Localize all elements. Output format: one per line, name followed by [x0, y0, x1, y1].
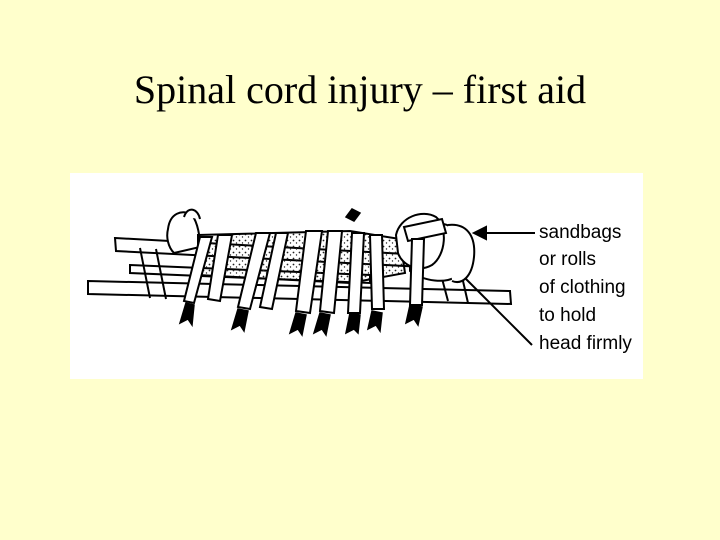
callout-line: or rolls: [539, 249, 596, 270]
slide-title: Spinal cord injury – first aid: [133, 67, 587, 112]
callout-line: of clothing: [539, 277, 626, 298]
person-feet: [166, 208, 202, 255]
callout-text: sandbags or rolls of clothing to hold he…: [539, 222, 632, 354]
illustration-panel: sandbags or rolls of clothing to hold he…: [70, 173, 643, 379]
pointer-arrow: [465, 225, 535, 346]
callout-line: to hold: [539, 305, 596, 326]
strap-knots: [178, 208, 423, 337]
callout-line: head firmly: [539, 333, 632, 354]
callout-line: sandbags: [539, 222, 621, 243]
restraint-straps: [182, 230, 426, 315]
stretcher-illustration: sandbags or rolls of clothing to hold he…: [87, 208, 632, 354]
